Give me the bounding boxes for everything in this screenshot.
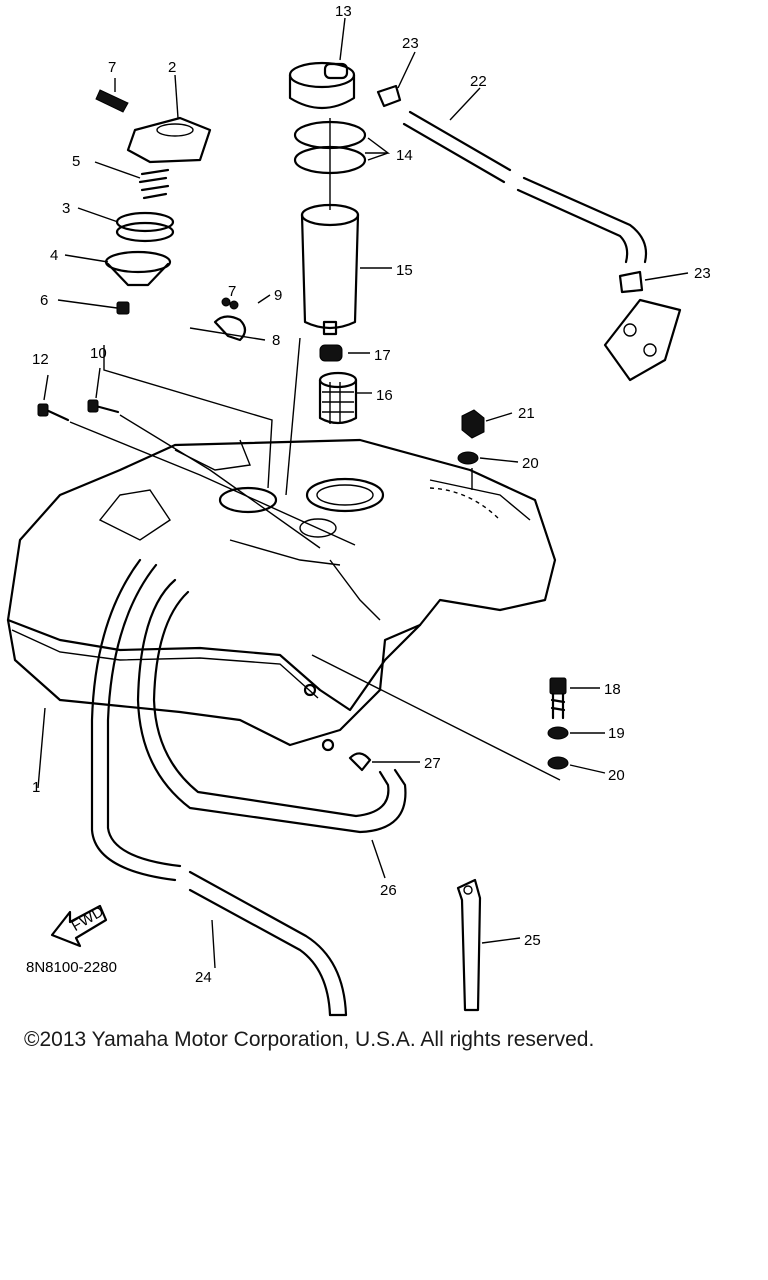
washer-20-top[interactable] xyxy=(457,451,479,465)
hose-24[interactable] xyxy=(90,558,348,1017)
exploded-parts-diagram: 13 2 7 5 3 4 6 9 7 8 12 10 23 22 14 15 1… xyxy=(6,3,711,1017)
label-26: 26 xyxy=(380,882,397,899)
label-12: 12 xyxy=(32,351,49,368)
label-3: 3 xyxy=(62,200,70,217)
label-16: 16 xyxy=(376,387,393,404)
copyright-notice: ©2013 Yamaha Motor Corporation, U.S.A. A… xyxy=(24,1028,595,1051)
leader-lines xyxy=(37,17,689,969)
strap-25[interactable] xyxy=(456,878,482,1012)
label-25: 25 xyxy=(524,932,541,949)
washer-20-bottom[interactable] xyxy=(547,756,569,770)
label-23-right: 23 xyxy=(694,265,711,282)
label-23-top: 23 xyxy=(402,35,419,52)
strainer-16[interactable] xyxy=(318,371,358,425)
label-2: 2 xyxy=(168,59,176,76)
gasket-3[interactable] xyxy=(115,211,175,243)
mount-bracket xyxy=(603,298,682,382)
label-14: 14 xyxy=(396,147,413,164)
bolt-7[interactable] xyxy=(95,89,129,113)
nut-21[interactable] xyxy=(461,409,485,439)
label-20-top: 20 xyxy=(522,455,539,472)
label-5: 5 xyxy=(72,153,80,170)
bolt-12[interactable] xyxy=(37,403,70,422)
label-21: 21 xyxy=(518,405,535,422)
fuel-tank[interactable] xyxy=(6,438,557,752)
label-24: 24 xyxy=(195,969,212,986)
fwd-arrow-icon xyxy=(50,904,108,948)
label-20-bottom: 20 xyxy=(608,767,625,784)
clamp-8[interactable] xyxy=(213,297,247,342)
label-9: 9 xyxy=(274,287,282,304)
label-18: 18 xyxy=(604,681,621,698)
bolt-10[interactable] xyxy=(87,399,120,414)
hose-26[interactable] xyxy=(136,578,407,834)
clamp-23-right[interactable] xyxy=(618,270,644,294)
bolt-18[interactable] xyxy=(549,677,567,720)
spring-5[interactable] xyxy=(138,168,170,200)
label-1: 1 xyxy=(32,779,40,796)
hose-22[interactable] xyxy=(402,110,648,264)
nut-6[interactable] xyxy=(116,301,130,315)
fitting-17[interactable] xyxy=(319,344,343,362)
label-15: 15 xyxy=(396,262,413,279)
clip-27[interactable] xyxy=(348,752,372,772)
washer-19[interactable] xyxy=(547,726,569,740)
label-7: 7 xyxy=(108,59,116,76)
strainer-4[interactable] xyxy=(104,250,172,287)
label-13: 13 xyxy=(335,3,352,20)
o-rings-14[interactable] xyxy=(293,118,367,210)
label-8: 8 xyxy=(272,332,280,349)
fuel-filter-15[interactable] xyxy=(300,203,360,336)
clamp-23-top[interactable] xyxy=(376,84,402,108)
label-19: 19 xyxy=(608,725,625,742)
diagram-code: 8N8100-2280 xyxy=(26,959,117,976)
label-22: 22 xyxy=(470,73,487,90)
label-17: 17 xyxy=(374,347,391,364)
tank-cap[interactable] xyxy=(126,116,212,164)
label-9-mark: 7 xyxy=(228,283,236,300)
fuel-pump-cap-13[interactable] xyxy=(288,61,356,109)
label-6: 6 xyxy=(40,292,48,309)
label-10: 10 xyxy=(90,345,107,362)
label-4: 4 xyxy=(50,247,58,264)
label-27: 27 xyxy=(424,755,441,772)
